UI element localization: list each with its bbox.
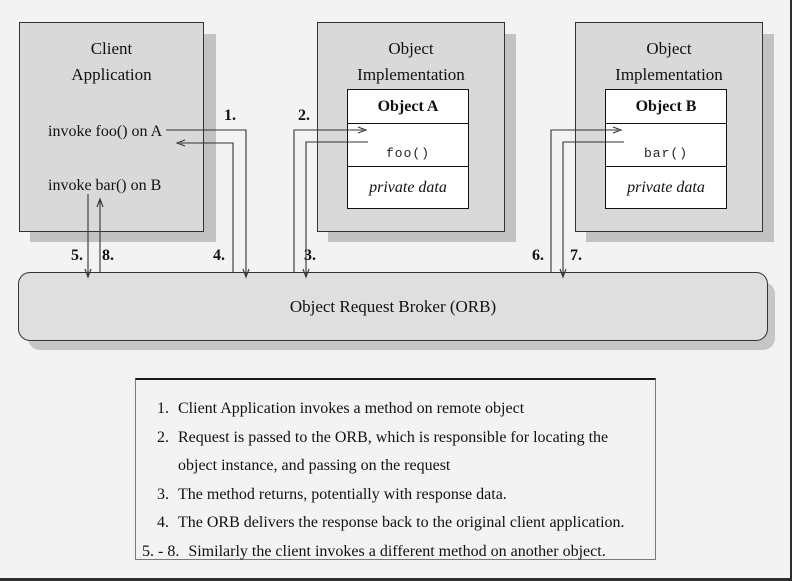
object-a-method: foo() [385, 146, 430, 161]
orb-bar: Object Request Broker (ORB) [18, 272, 768, 341]
legend-item-text: The method returns, potentially with res… [178, 485, 507, 503]
object-b-name: Object B [635, 97, 697, 115]
legend-item-text: Client Application invokes a method on r… [178, 400, 525, 417]
object-b-method: bar() [643, 146, 688, 161]
legend-item: 3. The method returns, potentially with … [142, 481, 647, 510]
object-b-header-line2: Implementation [615, 65, 723, 84]
step-label-2: 2. [298, 107, 310, 124]
object-a-header-line1: Object [388, 39, 434, 58]
legend-item: 4. The ORB delivers the response back to… [142, 509, 647, 538]
legend-item: 5. - 8. Similarly the client invokes a d… [142, 538, 647, 567]
invoke-bar-label: invoke bar() on B [48, 177, 162, 194]
object-a-panel: Object A foo() private data [347, 89, 469, 209]
invoke-foo-label: invoke foo() on A [48, 123, 163, 140]
object-b-header: Object Implementation [576, 23, 762, 88]
legend-item-number: 4. [157, 514, 169, 531]
object-implementation-b-box: Object Implementation Object B bar() pri… [575, 22, 763, 232]
client-title: Client Application [20, 23, 203, 88]
legend-item-text: Similarly the client invokes a different… [188, 542, 606, 560]
legend-item-number: 2. [157, 428, 169, 446]
step-label-4: 4. [213, 247, 225, 264]
legend-item-text: The ORB delivers the response back to th… [178, 514, 625, 531]
legend-item-number: 1. [157, 400, 169, 417]
object-b-header-line1: Object [646, 39, 692, 58]
legend-item-number: 5. - 8. [142, 542, 180, 560]
object-a-name: Object A [377, 97, 439, 115]
legend-item: 1. Client Application invokes a method o… [142, 395, 647, 424]
legend-box: 1. Client Application invokes a method o… [135, 378, 656, 560]
object-a-header-line2: Implementation [357, 65, 465, 84]
object-a-header: Object Implementation [318, 23, 504, 88]
orb-label: Object Request Broker (ORB) [289, 296, 497, 316]
step-label-3: 3. [304, 247, 316, 264]
object-a-private-data: private data [369, 178, 447, 196]
client-application-box: Client Application invoke foo() on A inv… [19, 22, 204, 232]
step-label-8: 8. [102, 247, 114, 264]
legend-item: 2. Request is passed to the ORB, which i… [142, 424, 647, 481]
legend-item-text: Request is passed to the ORB, which is r… [178, 428, 609, 475]
object-b-private-data: private data [627, 178, 705, 196]
step-label-7: 7. [570, 247, 582, 264]
legend-item-number: 3. [157, 485, 169, 503]
client-title-line2: Application [71, 65, 152, 84]
object-implementation-a-box: Object Implementation Object A foo() pri… [317, 22, 505, 232]
step-label-5: 5. [71, 247, 83, 264]
client-title-line1: Client [90, 39, 133, 58]
step-label-6: 6. [532, 247, 544, 264]
step-label-1: 1. [224, 107, 236, 124]
object-b-panel: Object B bar() private data [605, 89, 727, 209]
